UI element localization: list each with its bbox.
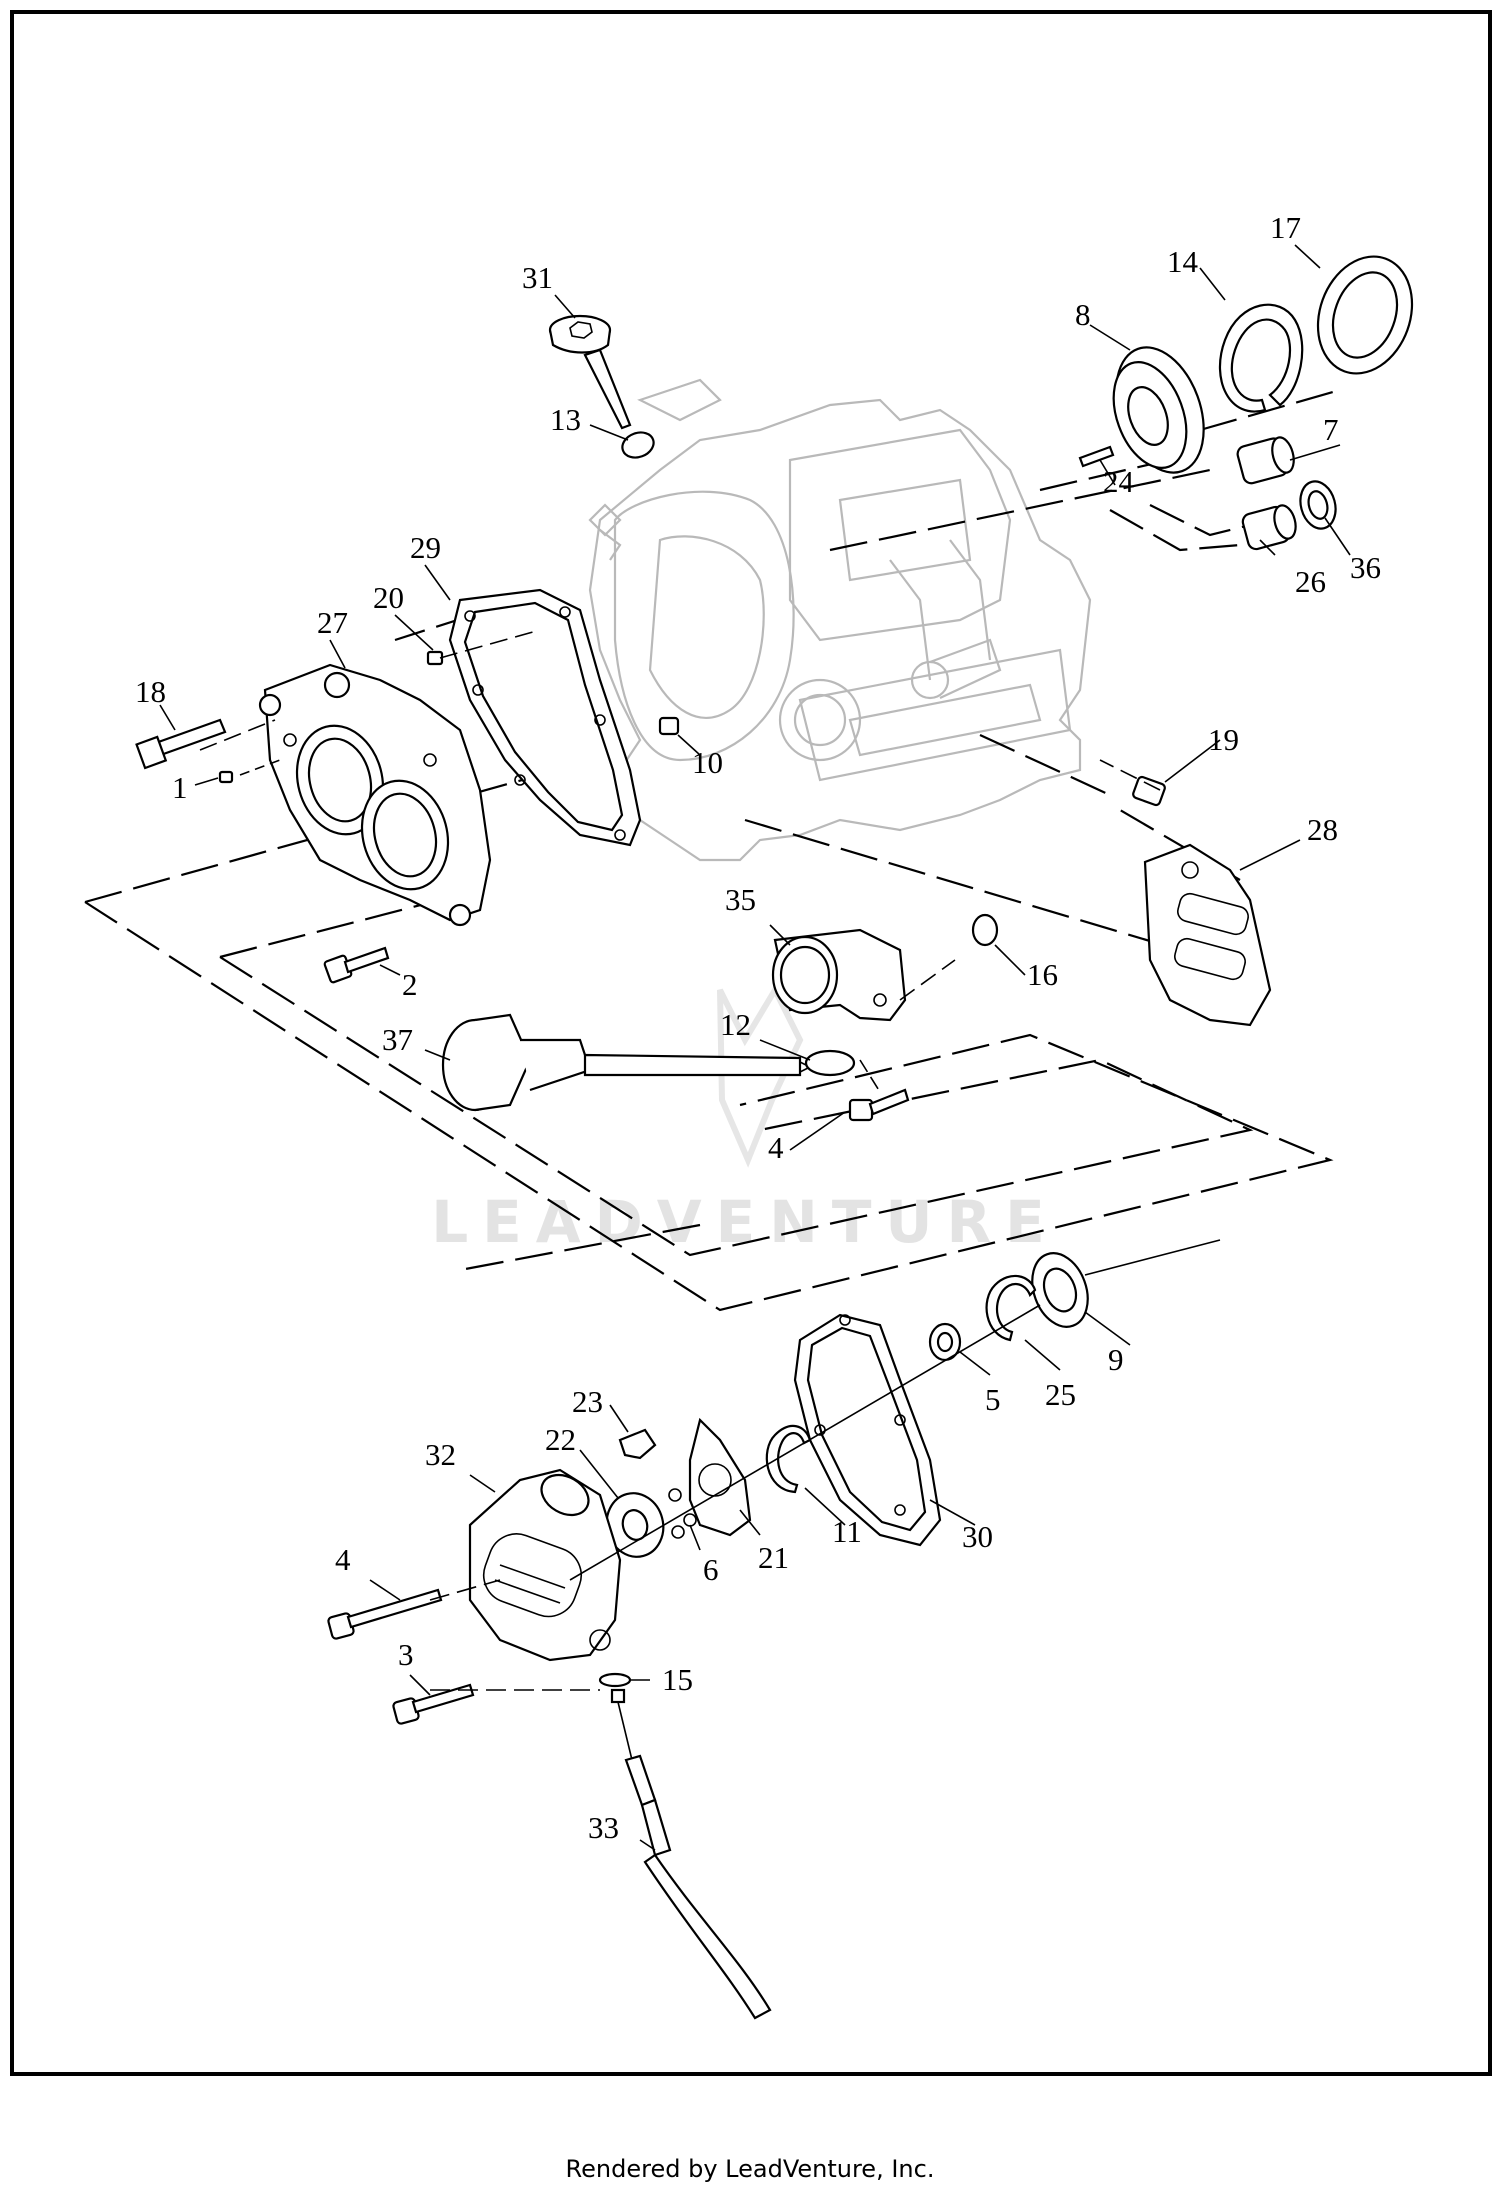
callout-5: 5	[985, 1382, 1001, 1417]
callout-13: 13	[550, 402, 581, 437]
part-25-retaining-ring	[985, 1274, 1037, 1342]
part-15-o-ring	[598, 1672, 632, 1688]
callout-26: 26	[1295, 564, 1326, 599]
callout-1: 1	[172, 770, 188, 805]
callout-36: 36	[1350, 550, 1381, 585]
diagram-frame	[10, 10, 1492, 2076]
callout-16: 16	[1027, 957, 1058, 992]
callout-28: 28	[1307, 812, 1338, 847]
part-30-gasket	[793, 1313, 942, 1547]
part-32-side-cover	[468, 1468, 622, 1662]
part-7-bushing	[1236, 436, 1295, 485]
footer-credit: Rendered by LeadVenture, Inc.	[565, 2155, 935, 2183]
callout-7: 7	[1323, 412, 1339, 447]
part-1-dowel	[218, 770, 234, 784]
callout-10: 10	[692, 745, 723, 780]
leader-lines	[159, 244, 1351, 1851]
part-2-screw	[323, 946, 390, 984]
callout-32: 32	[425, 1437, 456, 1472]
transmission-case	[588, 378, 1092, 862]
part-37-dipstick	[441, 1013, 812, 1112]
callout-29: 29	[410, 530, 441, 565]
part-28-gasket	[1143, 843, 1272, 1027]
part-4-screw-upper	[848, 1088, 910, 1122]
callout-3: 3	[398, 1637, 414, 1672]
callout-30: 30	[962, 1519, 993, 1554]
callout-17: 17	[1270, 210, 1301, 245]
callout-19: 19	[1208, 722, 1239, 757]
part-20-dowel	[426, 650, 444, 666]
callout-23: 23	[572, 1384, 603, 1419]
callout-24: 24	[1103, 464, 1135, 499]
part-13-o-ring	[621, 431, 655, 459]
part-35-filler-tube	[771, 928, 907, 1022]
callout-20: 20	[373, 580, 404, 615]
callout-11: 11	[832, 1514, 862, 1549]
part-33-clutch-cable	[610, 1688, 772, 2020]
part-26-bushing	[1241, 504, 1297, 551]
callout-15: 15	[662, 1662, 693, 1697]
part-36-washer	[1299, 480, 1337, 530]
part-18-bolt	[135, 718, 227, 770]
callout-labels: 1 2 3 4 4 5 6 7 8 9 10 11 12 13 14 15 16…	[135, 210, 1381, 1845]
callout-31: 31	[522, 260, 553, 295]
callout-2: 2	[402, 967, 418, 1002]
part-8-bearing	[1112, 346, 1205, 474]
part-19-dowel	[1132, 775, 1166, 807]
part-16-o-ring	[971, 913, 999, 947]
part-3-bolt	[392, 1683, 475, 1725]
callout-8: 8	[1075, 297, 1091, 332]
callout-12: 12	[720, 1007, 751, 1042]
callout-9: 9	[1108, 1342, 1124, 1377]
part-21-inner-ramp	[688, 1417, 752, 1537]
callout-4-lower: 4	[335, 1542, 351, 1577]
callout-14: 14	[1167, 244, 1199, 279]
part-4-bolt-lower	[327, 1588, 443, 1640]
callout-4-upper: 4	[768, 1130, 784, 1165]
part-14-retaining-ring	[1218, 303, 1304, 413]
callout-21: 21	[758, 1540, 789, 1575]
callout-18: 18	[135, 674, 166, 709]
part-29-gasket	[448, 588, 642, 847]
callout-22: 22	[545, 1422, 576, 1457]
assembly-outline-dashed	[84, 388, 1341, 1312]
part-17-oil-seal	[1316, 255, 1414, 375]
callout-35: 35	[725, 882, 756, 917]
part-31-plug	[548, 314, 632, 430]
callout-37: 37	[382, 1022, 413, 1057]
assembly-axis-lines	[199, 629, 1221, 1691]
callout-27: 27	[317, 605, 348, 640]
part-10-dowel	[658, 716, 680, 736]
watermark-text: LEADVENTURE	[431, 1188, 1059, 1256]
callout-25: 25	[1045, 1377, 1076, 1412]
part-23-coupling	[618, 1428, 657, 1460]
callout-6: 6	[703, 1552, 719, 1587]
part-12-o-ring	[804, 1049, 856, 1077]
callout-33: 33	[588, 1810, 619, 1845]
part-27-bearing-housing	[258, 663, 492, 927]
part-9-bearing	[1031, 1252, 1089, 1328]
part-24-pin	[1078, 445, 1115, 468]
part-11-retaining-ring	[765, 1424, 812, 1494]
part-22-outer-ramp	[605, 1492, 665, 1558]
